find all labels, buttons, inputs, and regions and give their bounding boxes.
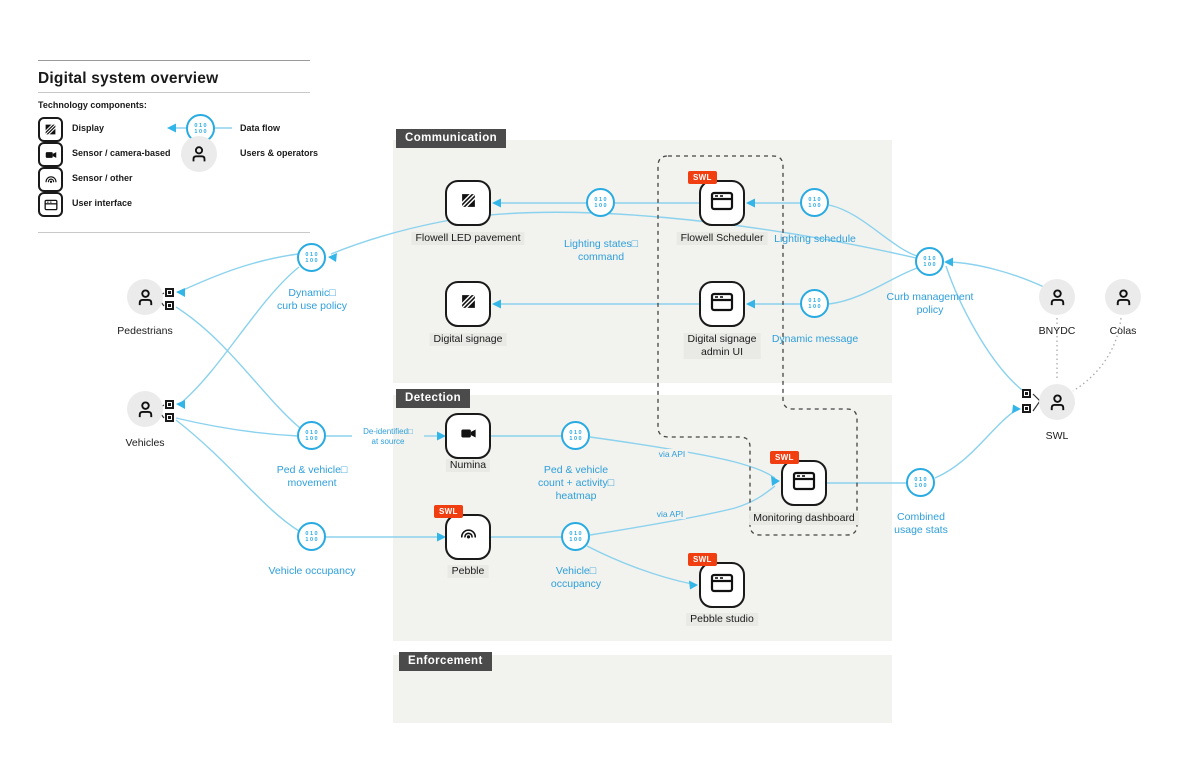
swl-badge: SWL [688, 171, 717, 184]
pebble-node: SWL [434, 505, 491, 560]
legend-heading: Technology components: [38, 100, 147, 110]
monitoring-dashboard-label: Monitoring dashboard [749, 512, 859, 525]
vehicles-label: Vehicles [125, 437, 165, 449]
legend-camera-label: Sensor / camera-based [72, 148, 171, 158]
flowell-led-label: Flowell LED pavement [411, 232, 525, 245]
dynamic-curb-label: Dynamic□ curb use policy [276, 287, 348, 312]
lighting-schedule-label: Lighting schedule [774, 233, 856, 245]
ui-icon [710, 290, 734, 319]
colas-icon [1105, 279, 1141, 315]
ped-count-label: Ped & vehicle count + activity□ heatmap [537, 464, 615, 502]
ui-icon [710, 571, 734, 600]
legend-mid-rule [38, 92, 310, 93]
colas-label: Colas [1109, 325, 1137, 337]
ui-icon [710, 189, 734, 218]
enforcement-section-header: Enforcement [399, 652, 492, 671]
flowell-led-node [445, 180, 491, 226]
bnydc-icon [1039, 279, 1075, 315]
via-api-label-top: via API [655, 449, 689, 459]
legend-top-rule [38, 60, 310, 61]
lighting-states-label: Lighting states□ command [563, 238, 639, 263]
communication-section-header: Communication [396, 129, 507, 148]
ped-movement-label: Ped & vehicle□ movement [276, 464, 348, 489]
dynamic-message-flow-icon: 010 100 [800, 289, 829, 318]
display-icon [38, 117, 63, 142]
pebble-label: Pebble [447, 565, 489, 578]
pebble-studio-node: SWL [688, 553, 745, 608]
combined-usage-flow-icon: 010 100 [906, 468, 935, 497]
curb-mgmt-flow-icon: 010 100 [915, 247, 944, 276]
ped-movement-flow-icon: 010 100 [297, 421, 326, 450]
flowell-scheduler-node: SWL [688, 171, 745, 226]
swl-badge: SWL [688, 553, 717, 566]
legend-display-label: Display [72, 123, 105, 133]
ped-count-flow-icon: 010 100 [561, 421, 590, 450]
page-title: Digital system overview [38, 70, 219, 87]
pedestrians-label: Pedestrians [117, 325, 173, 337]
deidentified-label: De-identified□ at source [363, 427, 413, 446]
via-api-label-bottom: via API [653, 509, 687, 519]
users-operators-icon [181, 136, 217, 172]
pedestrians-output-port [165, 301, 174, 310]
dynamic-message-label: Dynamic message [771, 333, 859, 345]
combined-usage-label: Combined usage stats [894, 511, 948, 536]
curb-mgmt-label: Curb management policy [886, 291, 974, 316]
swl-label: SWL [1045, 430, 1069, 442]
ui-icon [792, 469, 816, 498]
sensor-icon [38, 167, 63, 192]
camera-icon [459, 424, 478, 448]
swl-icon [1039, 384, 1075, 420]
camera-icon [38, 142, 63, 167]
legend-ui-label: User interface [72, 198, 133, 208]
lighting-states-flow-icon: 010 100 [586, 188, 615, 217]
bnydc-label: BNYDC [1038, 325, 1076, 337]
digital-signage-label: Digital signage [429, 333, 507, 346]
vehicle-occupancy-right-label: Vehicle□ occupancy [550, 565, 602, 590]
display-icon [460, 192, 477, 214]
swl-badge: SWL [434, 505, 463, 518]
pedestrians-icon [127, 279, 163, 315]
ui-icon [38, 192, 63, 217]
vehicles-input-port [165, 400, 174, 409]
legend-bottom-rule [38, 232, 310, 233]
sensor-icon [459, 525, 478, 549]
monitoring-dashboard-node: SWL [770, 451, 827, 506]
legend-sensor-label: Sensor / other [72, 173, 133, 183]
flowell-scheduler-label: Flowell Scheduler [676, 232, 768, 245]
swl-input-port-top [1022, 389, 1031, 398]
swl-badge: SWL [770, 451, 799, 464]
numina-label: Numina [445, 459, 491, 472]
dynamic-curb-flow-icon: 010 100 [297, 243, 326, 272]
communication-panel [393, 140, 892, 383]
legend-data-flow-label: Data flow [240, 123, 281, 133]
swl-input-port-bottom [1022, 404, 1031, 413]
pedestrians-input-port [165, 288, 174, 297]
numina-node [445, 413, 491, 459]
lighting-schedule-flow-icon: 010 100 [800, 188, 829, 217]
pebble-studio-label: Pebble studio [686, 613, 758, 626]
display-icon [460, 293, 477, 315]
signage-admin-node [699, 281, 745, 327]
vehicles-icon [127, 391, 163, 427]
vehicle-occupancy-right-flow-icon: 010 100 [561, 522, 590, 551]
legend-users-label: Users & operators [240, 148, 319, 158]
vehicle-occupancy-left-flow-icon: 010 100 [297, 522, 326, 551]
vehicle-occupancy-left-label: Vehicle occupancy [268, 565, 356, 577]
digital-signage-node [445, 281, 491, 327]
vehicles-output-port [165, 413, 174, 422]
detection-section-header: Detection [396, 389, 470, 408]
signage-admin-label: Digital signage admin UI [683, 333, 761, 359]
